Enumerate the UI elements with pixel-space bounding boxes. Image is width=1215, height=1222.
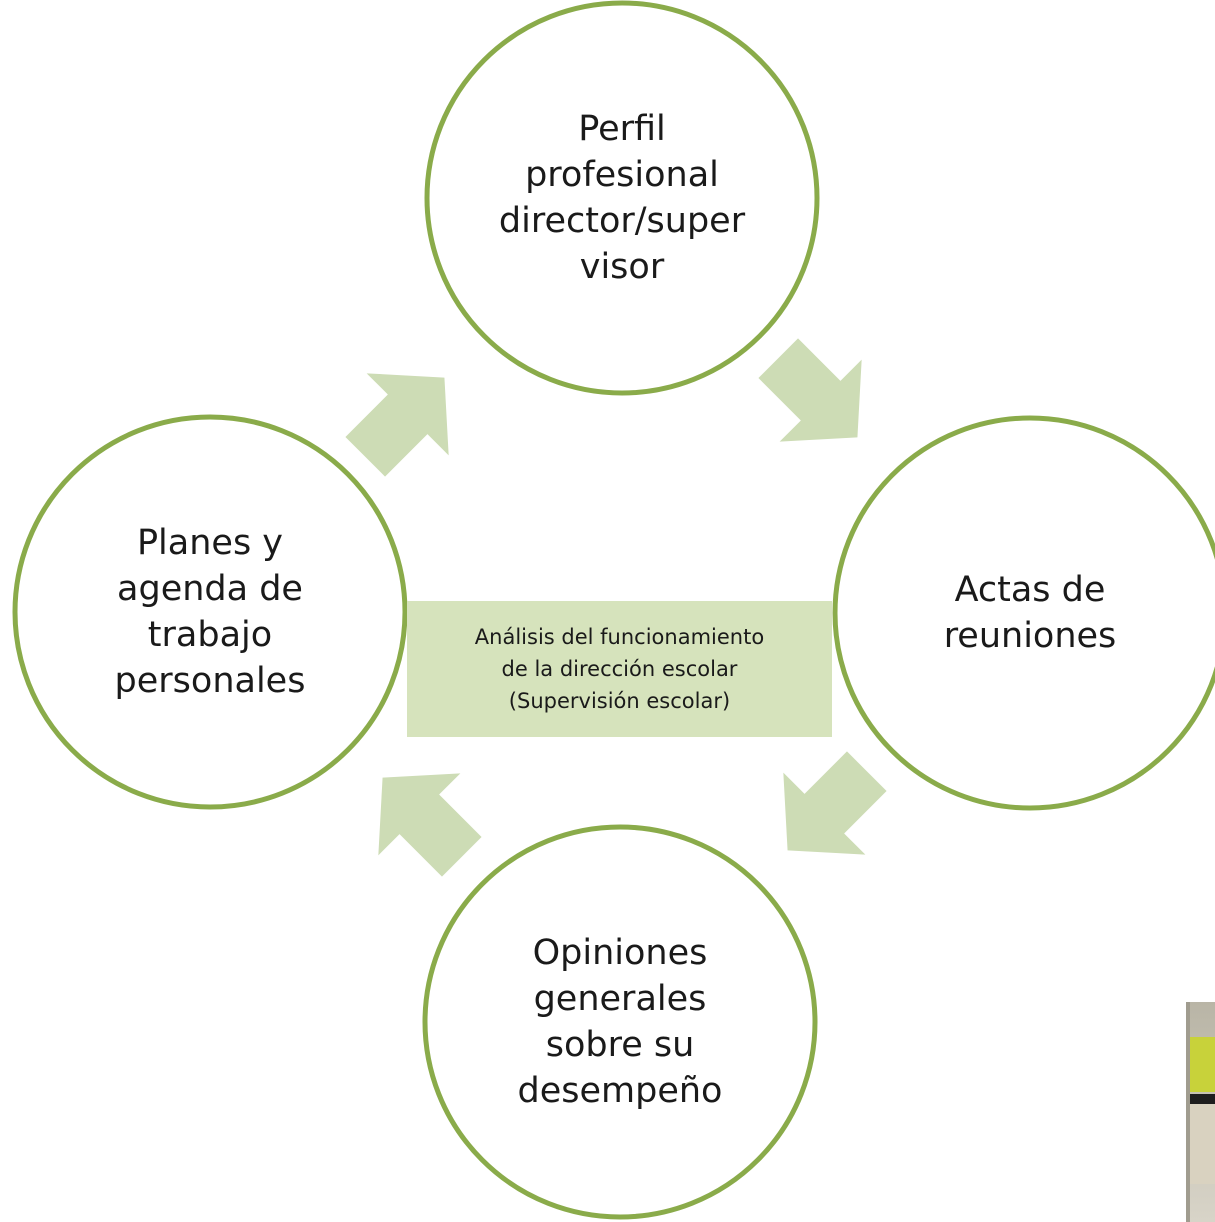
node-left-label: Planes y agenda de trabajo personales — [114, 523, 306, 701]
circle-bottom — [422, 824, 818, 1220]
partial-photo-thumbnail — [1186, 1002, 1215, 1222]
center-label-box: Análisis del funcionamiento de la direcc… — [407, 601, 832, 737]
circle-left — [12, 414, 408, 810]
node-bottom-label: Opiniones generales sobre su desempeño — [517, 933, 723, 1111]
circle-top — [424, 0, 820, 396]
arrow-top-to-right — [758, 338, 862, 442]
arrow-bottom-to-left — [378, 773, 482, 877]
circle-right — [832, 415, 1215, 811]
node-top-label: Perfil profesional director/super visor — [498, 109, 746, 287]
arrow-left-to-top — [345, 373, 449, 477]
arrow-right-to-bottom — [783, 751, 887, 855]
node-right-label: Actas de reuniones — [943, 570, 1117, 656]
